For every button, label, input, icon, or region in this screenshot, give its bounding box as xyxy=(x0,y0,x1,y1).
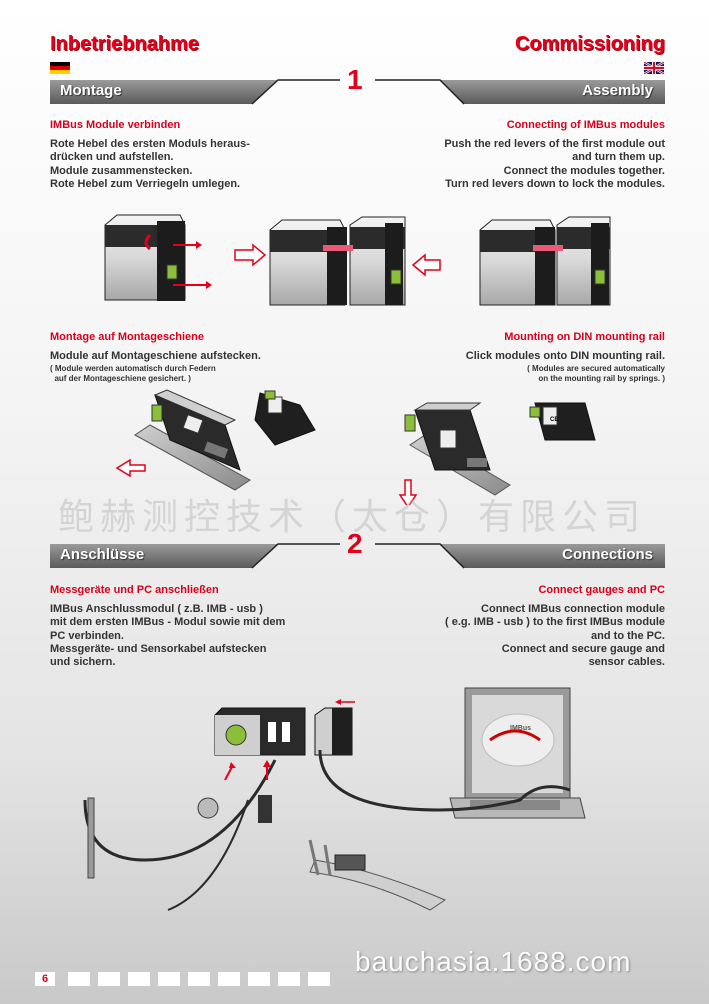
band-label-assembly: Assembly xyxy=(582,82,653,99)
footer-square xyxy=(128,972,150,986)
page-number-box: 6 xyxy=(35,972,55,986)
heading-connect-modules-de: IMBus Module verbinden xyxy=(50,119,181,131)
text-din-rail-de: Module auf Montageschiene aufstecken. xyxy=(50,350,261,362)
text-connect-gauges-en: Connect IMBus connection module ( e.g. I… xyxy=(445,603,665,669)
heading-din-rail-de: Montage auf Montageschiene xyxy=(50,331,205,343)
section-band-shape xyxy=(50,79,665,105)
section-band-shape-2 xyxy=(50,543,665,569)
text-connect-modules-en: Push the red levers of the first module … xyxy=(444,138,665,190)
module-connect-illustration xyxy=(104,214,611,306)
german-flag-icon xyxy=(50,62,70,74)
heading-din-rail-en: Mounting on DIN mounting rail xyxy=(504,331,665,343)
connections-illustration: IMBus xyxy=(83,687,586,911)
module-ce-label: CE xyxy=(550,417,558,423)
band-label-anschluesse: Anschlüsse xyxy=(60,546,145,563)
note-din-rail-de: ( Module werden automatisch durch Federn… xyxy=(50,364,216,383)
footer-square xyxy=(248,972,270,986)
page-title-en: Commissioning xyxy=(514,33,665,55)
band-label-montage: Montage xyxy=(60,82,122,99)
heading-connect-gauges-en: Connect gauges and PC xyxy=(538,584,665,596)
laptop-icon: IMBus xyxy=(449,687,586,819)
din-rail-illustration: CE xyxy=(115,389,596,505)
footer-square xyxy=(218,972,240,986)
uk-flag-icon xyxy=(644,62,664,74)
footer-square xyxy=(158,972,180,986)
text-connect-gauges-de: IMBus Anschlussmodul ( z.B. IMB - usb ) … xyxy=(50,603,286,669)
band-label-connections: Connections xyxy=(562,546,653,563)
module-pair-icon xyxy=(269,216,406,306)
footer-square xyxy=(278,972,300,986)
text-connect-modules-de: Rote Hebel des ersten Moduls heraus- drü… xyxy=(50,138,250,190)
watermark-company: 鲍赫测控技术（太仓）有限公司 xyxy=(58,496,647,537)
laptop-logo: IMBus xyxy=(510,725,531,732)
module-locked-icon xyxy=(479,216,611,306)
heading-connect-gauges-de: Messgeräte und PC anschließen xyxy=(50,584,219,596)
heading-connect-modules-en: Connecting of IMBus modules xyxy=(506,119,665,131)
step-number-1: 1 xyxy=(347,64,363,95)
note-din-rail-en: ( Modules are secured automatically on t… xyxy=(527,364,665,383)
footer-square xyxy=(188,972,210,986)
page-number: 6 xyxy=(41,973,49,985)
footer-square xyxy=(98,972,120,986)
text-din-rail-en: Click modules onto DIN mounting rail. xyxy=(465,350,665,362)
watermark-site: bauchasia.1688.com xyxy=(355,946,632,977)
page-title-de: Inbetriebnahme xyxy=(50,33,199,55)
footer-square xyxy=(308,972,330,986)
module-icon xyxy=(104,214,212,301)
step-number-2: 2 xyxy=(347,528,363,559)
footer-square xyxy=(68,972,90,986)
